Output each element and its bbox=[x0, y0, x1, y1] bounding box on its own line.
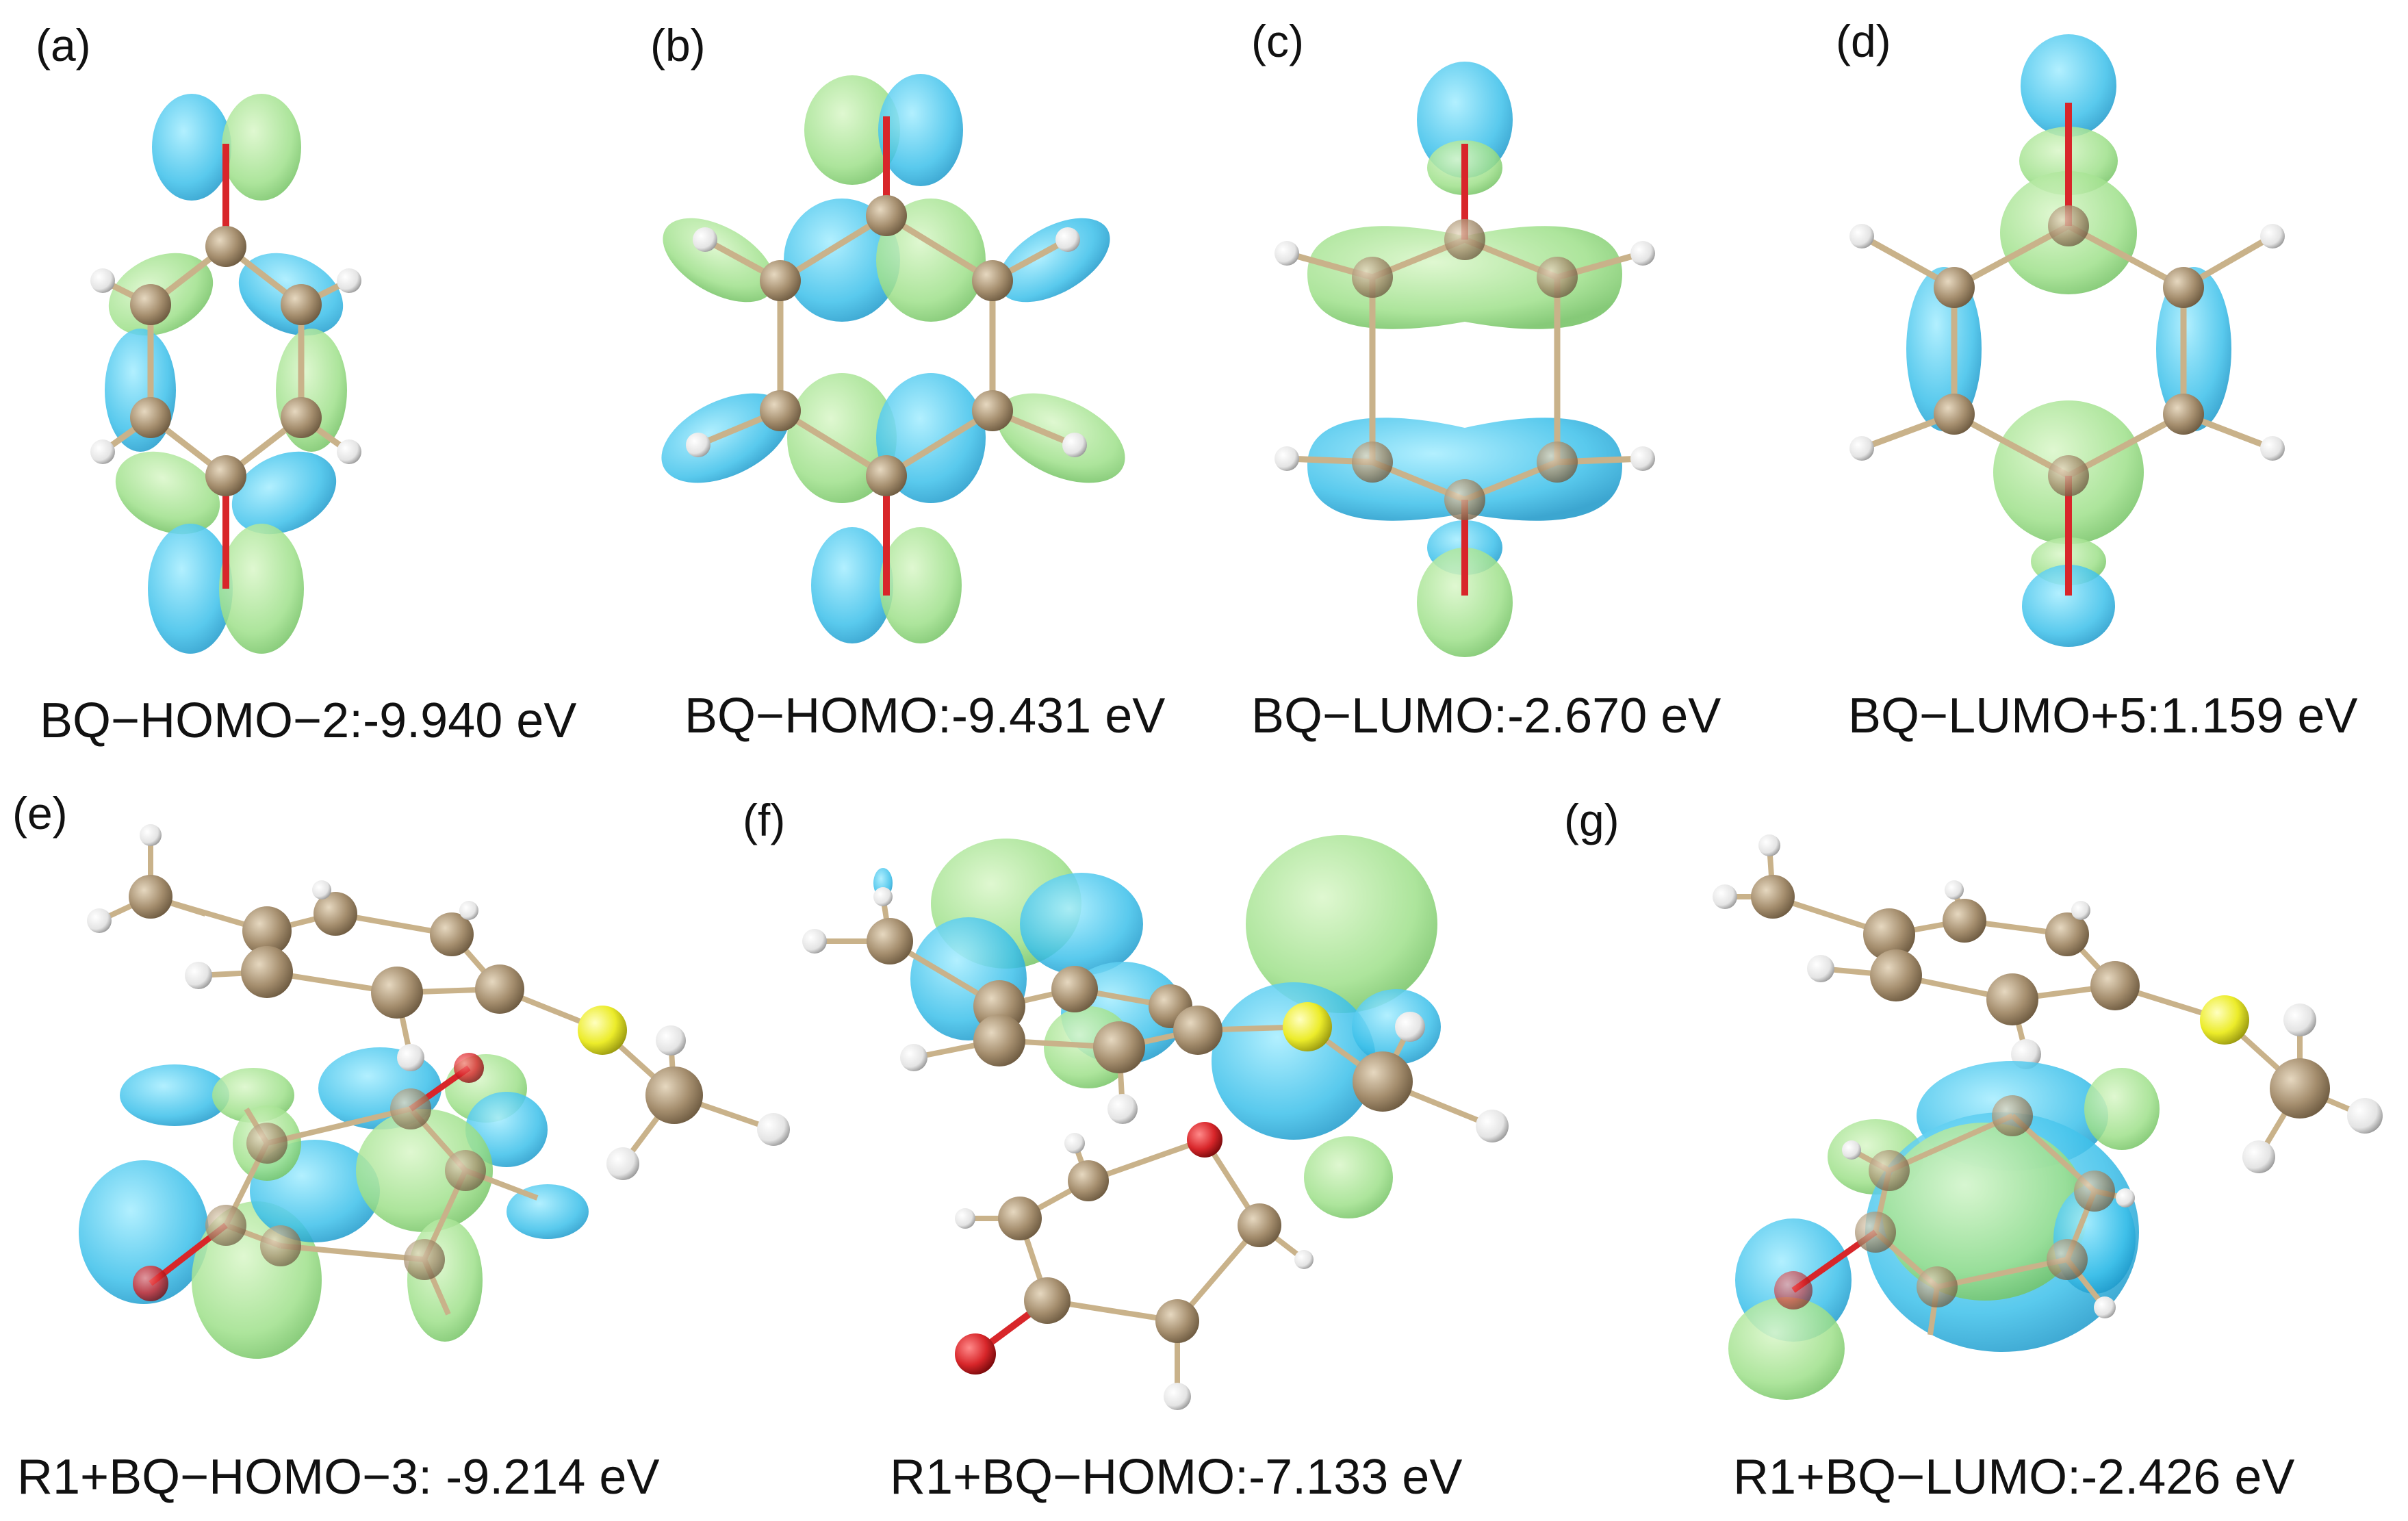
caption-c: BQ−LUMO:-2.670 eV bbox=[1251, 689, 1721, 743]
bq-lumo5-orbital bbox=[1849, 34, 2285, 647]
caption-g: R1+BQ−LUMO:-2.426 eV bbox=[1733, 1450, 2295, 1505]
panel-label-c: (c) bbox=[1251, 16, 1304, 66]
panel-label-b: (b) bbox=[650, 20, 706, 71]
r1-bq-homo-3-orbital bbox=[79, 824, 790, 1359]
bq-homo-orbital bbox=[661, 74, 1125, 643]
caption-a: BQ−HOMO−2:-9.940 eV bbox=[40, 693, 577, 748]
caption-e: R1+BQ−HOMO−3: -9.214 eV bbox=[17, 1450, 660, 1505]
caption-d: BQ−LUMO+5:1.159 eV bbox=[1848, 689, 2358, 743]
panel-label-g: (g) bbox=[1564, 795, 1619, 845]
r1-bq-homo-orbital bbox=[802, 835, 1509, 1410]
r1-bq-lumo-orbital bbox=[1713, 834, 2383, 1400]
caption-b: BQ−HOMO:-9.431 eV bbox=[684, 689, 1166, 743]
panel-label-a: (a) bbox=[36, 20, 91, 71]
panel-label-e: (e) bbox=[12, 788, 68, 839]
panel-label-d: (d) bbox=[1836, 16, 1891, 66]
panel-label-f: (f) bbox=[743, 795, 786, 845]
bq-homo-2-orbital bbox=[90, 94, 361, 654]
caption-f: R1+BQ−HOMO:-7.133 eV bbox=[890, 1450, 1463, 1505]
bq-lumo-orbital bbox=[1275, 62, 1655, 657]
